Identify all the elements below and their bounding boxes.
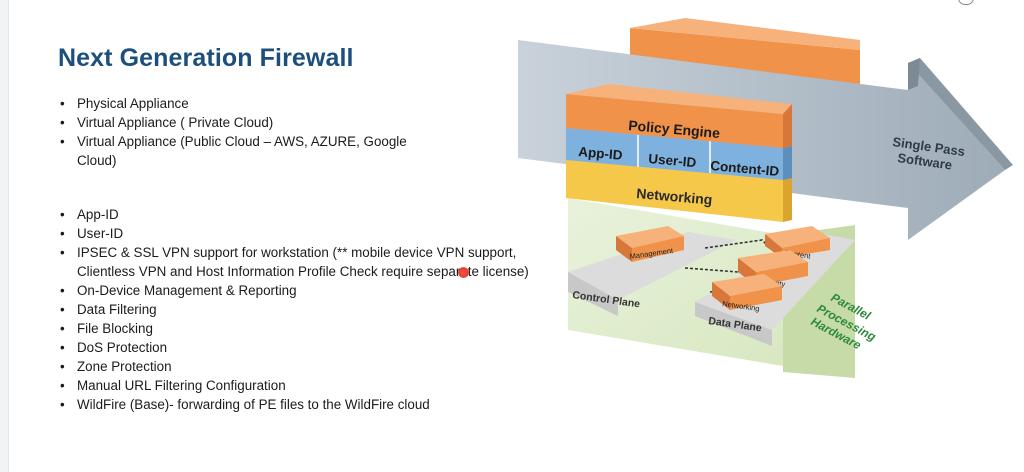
slide-title: Next Generation Firewall: [58, 44, 354, 72]
deployment-options-list: Physical Appliance Virtual Appliance ( P…: [60, 94, 560, 170]
list-item: App-ID: [60, 205, 560, 224]
user-id-label: User-ID: [648, 151, 697, 170]
single-pass-architecture-diagram: Single Pass Software Control Plane Data …: [500, 10, 1020, 470]
corner-widget-icon: [958, 0, 974, 5]
list-item: IPSEC & SSL VPN support for workstation …: [60, 243, 562, 281]
policy-engine-layer: [566, 84, 792, 148]
list-item: File Blocking: [60, 319, 560, 338]
management-chip: [616, 226, 684, 262]
list-item: DoS Protection: [60, 338, 560, 357]
policy-engine-label: Policy Engine: [628, 117, 721, 141]
yellow-networking-layer: [566, 160, 792, 222]
list-item: Physical Appliance: [60, 94, 560, 113]
list-item: User-ID: [60, 224, 560, 243]
list-item: Virtual Appliance (Public Cloud – AWS, A…: [60, 132, 437, 170]
list-item: Zone Protection: [60, 357, 560, 376]
left-edge-strip: [0, 0, 9, 472]
list-item: On-Device Management & Reporting: [60, 281, 560, 300]
networking-chip: [712, 274, 782, 310]
list-item: Data Filtering: [60, 300, 560, 319]
list-item: Virtual Appliance ( Private Cloud): [60, 113, 560, 132]
networking-layer-label: Networking: [636, 185, 713, 208]
control-plane-board: [568, 232, 736, 316]
blue-id-layer: [566, 128, 792, 180]
app-id-label: App-ID: [578, 144, 624, 163]
list-item: WildFire (Base)- forwarding of PE files …: [60, 395, 560, 414]
laser-pointer-dot: [458, 267, 469, 278]
content-id-label: Content-ID: [710, 158, 780, 179]
features-list: App-ID User-ID IPSEC & SSL VPN support f…: [60, 205, 560, 414]
list-item: Manual URL Filtering Configuration: [60, 376, 560, 395]
